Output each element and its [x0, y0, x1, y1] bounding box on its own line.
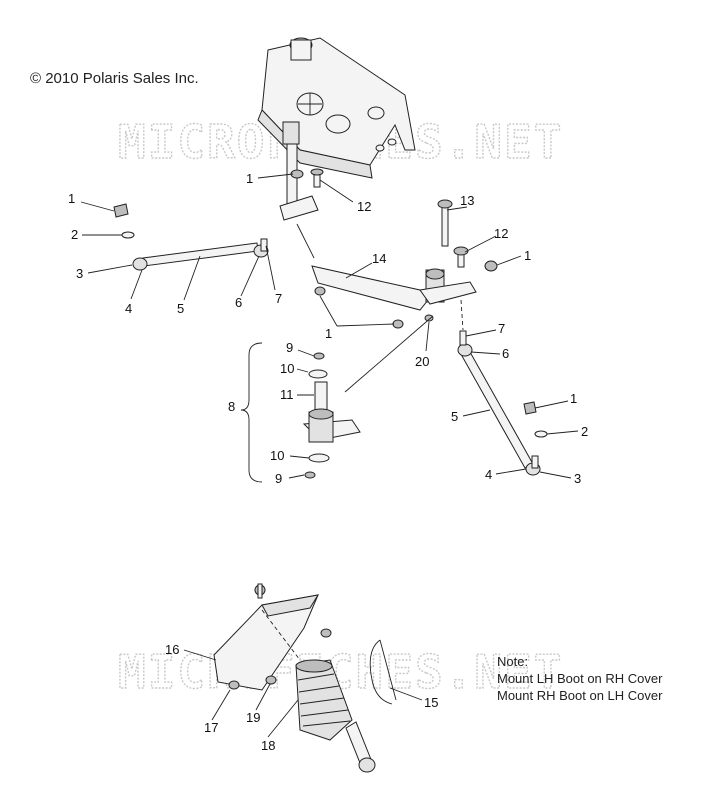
callout-1e: 1 [570, 391, 577, 406]
callout-6b: 6 [502, 346, 509, 361]
callout-4a: 4 [125, 301, 132, 316]
callout-3b: 3 [574, 471, 581, 486]
callouts: 1 12 1 2 3 4 5 6 7 13 12 1 14 1 20 7 6 9… [68, 171, 588, 753]
callout-9b: 9 [275, 471, 282, 486]
note-line-rh: Mount RH Boot on LH Cover [497, 688, 663, 703]
callout-15: 15 [424, 695, 438, 710]
cover-bracket [213, 583, 332, 691]
steering-housing [257, 37, 416, 179]
tie-rod-right [457, 330, 548, 476]
callout-3a: 3 [76, 266, 83, 281]
callout-1a: 1 [246, 171, 253, 186]
callout-4b: 4 [485, 467, 492, 482]
note-line-lh: Mount LH Boot on RH Cover [497, 671, 663, 686]
callout-9a: 9 [286, 340, 293, 355]
callout-5a: 5 [177, 301, 184, 316]
callout-10a: 10 [280, 361, 294, 376]
callout-7a: 7 [275, 291, 282, 306]
callout-12a: 12 [357, 199, 371, 214]
callout-18: 18 [261, 738, 275, 753]
callout-12b: 12 [494, 226, 508, 241]
callout-1c: 1 [524, 248, 531, 263]
callout-10b: 10 [270, 448, 284, 463]
spindle-assembly [240, 315, 434, 483]
mounting-note: Note: Mount LH Boot on RH Cover Mount RH… [497, 653, 662, 704]
callout-2b: 2 [581, 424, 588, 439]
callout-1d: 1 [325, 326, 332, 341]
callout-13: 13 [460, 193, 474, 208]
callout-2a: 2 [71, 227, 78, 242]
callout-19: 19 [246, 710, 260, 725]
callout-1b: 1 [68, 191, 75, 206]
callout-11: 11 [280, 387, 294, 402]
callout-6a: 6 [235, 295, 242, 310]
cable-tie [369, 639, 397, 705]
callout-17: 17 [204, 720, 218, 735]
steering-boot [261, 609, 376, 773]
leader-lines [80, 173, 579, 738]
callout-20: 20 [415, 354, 429, 369]
steering-shaft [279, 121, 319, 259]
idler-bracket [311, 265, 429, 329]
note-heading: Note: [497, 654, 529, 669]
callout-14: 14 [372, 251, 386, 266]
callout-8: 8 [228, 399, 235, 414]
tie-rod-left [113, 203, 269, 271]
idler-arm [419, 199, 498, 331]
copyright-text: © 2010 Polaris Sales Inc. [30, 70, 199, 87]
callout-5b: 5 [451, 409, 458, 424]
callout-16: 16 [165, 642, 179, 657]
callout-7b: 7 [498, 321, 505, 336]
